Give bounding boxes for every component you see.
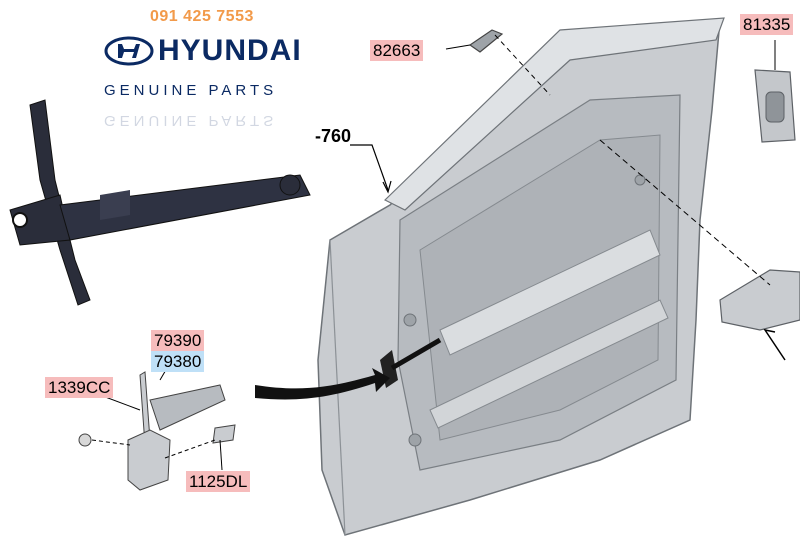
door-panel — [317, 17, 725, 536]
leader-760 — [350, 144, 389, 191]
door-checker-photo — [9, 99, 311, 306]
label-81335: 81335 — [740, 14, 794, 35]
part-82663-seal — [445, 29, 551, 96]
part-latch-bracket — [599, 139, 800, 361]
label-1339cc: 1339CC — [45, 377, 114, 398]
small-checker-drawing — [78, 345, 236, 491]
tagline: GENUINE PARTS — [104, 82, 278, 99]
label-760: -760 — [315, 126, 352, 146]
callout-arrow — [255, 368, 390, 400]
tagline-reflection: GENUINE PARTS — [104, 112, 278, 129]
part-81335-striker — [754, 40, 796, 143]
brand-name: HYUNDAI — [158, 34, 302, 67]
label-79380: 79380 — [151, 351, 205, 372]
hyundai-logo-icon — [104, 36, 154, 66]
phone-number: 091 425 7553 — [150, 8, 254, 25]
label-1125dl: 1125DL — [186, 471, 251, 492]
label-79390: 79390 — [151, 330, 205, 351]
label-82663: 82663 — [370, 40, 424, 61]
